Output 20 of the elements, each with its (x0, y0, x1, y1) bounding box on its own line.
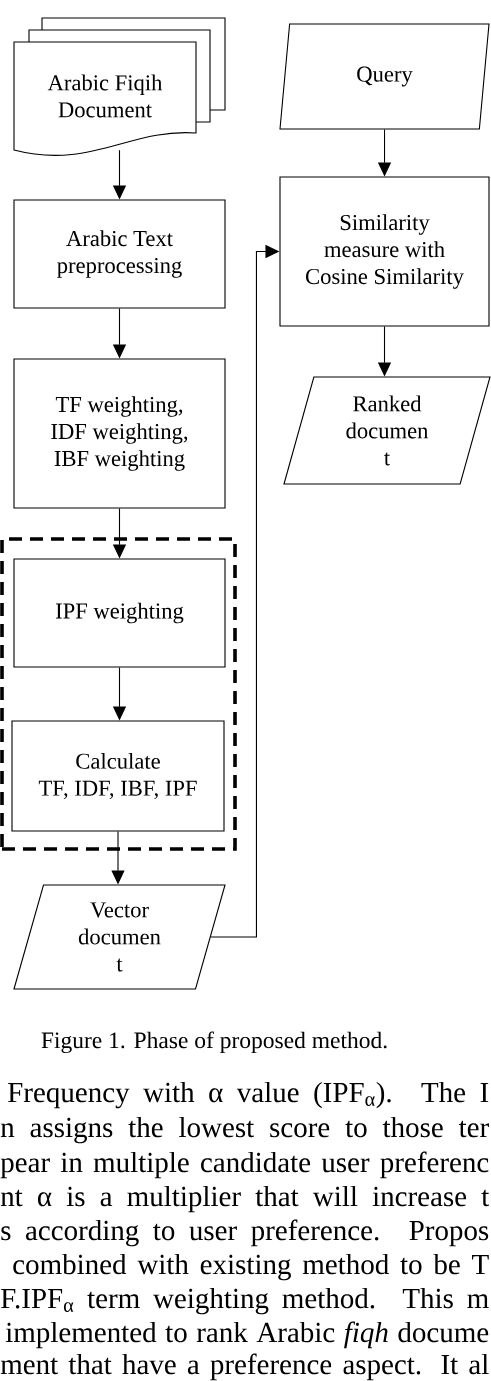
caption: Figure 1. Phase of proposed method. (41, 1031, 387, 1054)
body-text: n assigns the lowest score to those ter (0, 1116, 489, 1144)
body-text: F.IPF$_{α}$ term weighting method. This m (1, 1287, 489, 1315)
data-parallelogram: Vector documen t (13, 884, 226, 990)
process-box: Arabic Text preprocessing (13, 199, 226, 309)
body-text: Frequency with α value (IPF$_{α}$). The I (8, 1081, 489, 1109)
data-parallelogram: Query (279, 23, 490, 130)
process-box: Similarity measure with Cosine Similarity (279, 176, 490, 327)
data-parallelogram: Ranked documen t (283, 376, 491, 485)
body-text: implemented to rank Arabic fiqh docume (5, 1321, 489, 1349)
body-text: ment that have a preference aspect. It al (0, 1353, 489, 1381)
document-stack: Arabic Fiqih Document (13, 17, 226, 156)
body-text: nt α is a multiplier that will increase t (0, 1185, 490, 1213)
process-box: TF weighting, IDF weighting, IBF weighting (13, 358, 226, 509)
process-box: Calculate TF, IDF, IBF, IPF (11, 720, 225, 832)
body-text: s according to user preference. Propos (1, 1219, 489, 1247)
dashed-frame (0, 537, 237, 851)
body-text: combined with existing method to be T (13, 1253, 489, 1281)
process-box: IPF weighting (13, 558, 226, 668)
body-text: pear in multiple candidate user preferenc (0, 1151, 489, 1179)
